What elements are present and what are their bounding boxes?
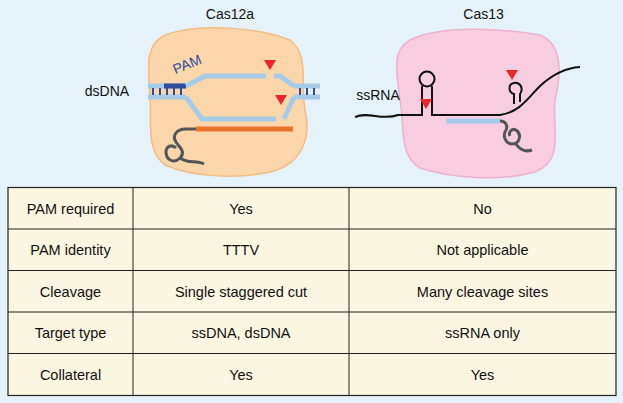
row-rule (8, 270, 616, 271)
base-pair (166, 88, 168, 95)
table-cell: Not applicable (437, 242, 529, 258)
target-rna (355, 67, 580, 117)
row-rule (8, 312, 616, 313)
molecule-label: dsDNA (85, 83, 129, 99)
rna (355, 67, 580, 151)
row-header: Collateral (40, 367, 101, 383)
crrna-spacer (446, 119, 500, 124)
dna-strand (294, 84, 320, 89)
protein-blob (149, 28, 307, 177)
crrna-handle (500, 121, 532, 151)
cut-sites (420, 70, 518, 109)
table-cell: No (473, 201, 492, 217)
table-cell: ssRNA only (445, 325, 520, 341)
base-pairs (153, 88, 181, 95)
row-header: PAM identity (30, 242, 110, 258)
protein-name: Cas12a (140, 2, 320, 22)
protein-name: Cas13 (392, 2, 575, 22)
molecule-label: ssRNA (356, 87, 400, 103)
protein-shape: Cas13 (392, 2, 575, 186)
table-lines (8, 188, 616, 396)
table-cell: ssDNA, dsDNA (191, 325, 290, 341)
row-rule (8, 229, 616, 230)
cut-triangle (506, 70, 518, 80)
pam-segment (164, 84, 186, 89)
table-cell: Single staggered cut (175, 284, 307, 300)
dna-strand (294, 95, 320, 100)
column-rule (133, 188, 134, 396)
table-cell: Many cleavage sites (417, 284, 548, 300)
crrna-spacer (196, 127, 293, 132)
non-target-strand (274, 76, 294, 86)
protein-outline (392, 2, 567, 186)
non-target-strand (186, 76, 266, 86)
target-strand (284, 97, 294, 119)
table-cell: Yes (229, 367, 253, 383)
base-pair (313, 88, 315, 95)
protein-blob (397, 29, 559, 178)
dna-strand (148, 95, 186, 100)
column-rule (349, 188, 350, 396)
base-pair (152, 88, 154, 95)
rna-hairpin (510, 83, 522, 104)
base-pair (180, 88, 182, 95)
base-pairs (300, 88, 314, 95)
row-header: Cleavage (40, 284, 101, 300)
dna-strand (148, 84, 186, 89)
table-background (8, 188, 616, 396)
pam-label: PAM (170, 51, 203, 77)
cut-sites (264, 60, 287, 105)
dna-strands (148, 76, 320, 164)
crrna-handle (166, 129, 204, 164)
base-pair (306, 88, 308, 95)
target-strand (186, 97, 276, 119)
row-rule (8, 353, 616, 354)
cut-triangle (420, 99, 432, 109)
cut-triangle (275, 95, 287, 105)
base-pair (159, 88, 161, 95)
row-header: PAM required (27, 201, 115, 217)
base-pair (173, 88, 175, 95)
table-cell: TTTV (223, 242, 259, 258)
table-cell: Yes (229, 201, 253, 217)
base-pair (299, 88, 301, 95)
cut-triangle (264, 60, 276, 70)
table-cell: Yes (471, 367, 495, 383)
rna-hairpin (420, 72, 435, 87)
row-header: Target type (35, 325, 107, 341)
